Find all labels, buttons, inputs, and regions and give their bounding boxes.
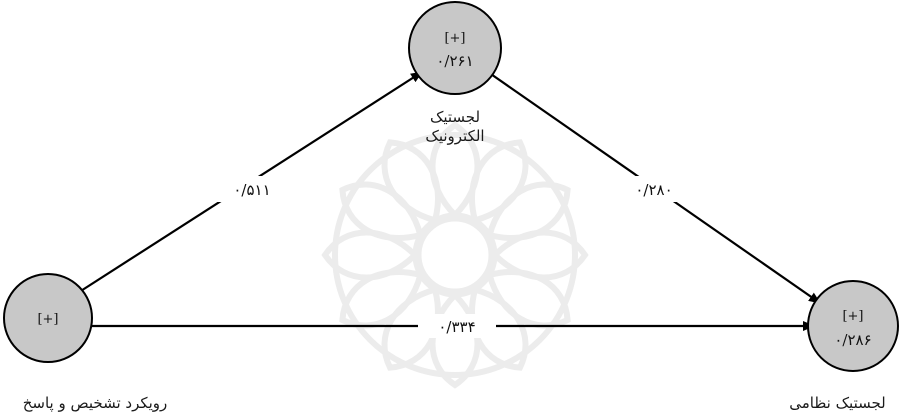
node-military-marker: [+] <box>842 309 863 324</box>
node-military-logistics: [+] ۰/۲۸۶ <box>807 280 899 372</box>
edge-coefficient-3: ۰/۳۳۴ <box>438 318 475 336</box>
node-e-logistics: [+] ۰/۲۶۱ <box>408 1 502 95</box>
node-military-label: لجستیک نظامی <box>789 394 886 412</box>
edge-coefficient-1: ۰/۵۱۱ <box>233 181 270 199</box>
node-diagnosis: [+] <box>3 273 93 363</box>
node-diagnosis-label: رویکرد تشخیص و پاسخ <box>22 394 168 412</box>
node-e-logistics-value: ۰/۲۶۱ <box>436 52 473 70</box>
node-e-logistics-label: لجستیک الکترونیک <box>385 108 525 146</box>
edge-label-bg-3 <box>418 314 496 338</box>
node-e-logistics-label-line2: الکترونیک <box>425 127 485 145</box>
node-military-value: ۰/۲۸۶ <box>834 331 871 349</box>
node-diagnosis-marker: [+] <box>37 312 58 327</box>
node-e-logistics-label-line1: لجستیک <box>429 108 481 126</box>
watermark-logo <box>321 121 589 389</box>
node-e-logistics-marker: [+] <box>444 31 465 46</box>
watermark-petal <box>381 139 442 225</box>
edge-coefficient-2: ۰/۲۸۰ <box>635 181 672 199</box>
edge-label-bg-2 <box>612 176 696 202</box>
edge-label-bg-1 <box>212 176 292 202</box>
